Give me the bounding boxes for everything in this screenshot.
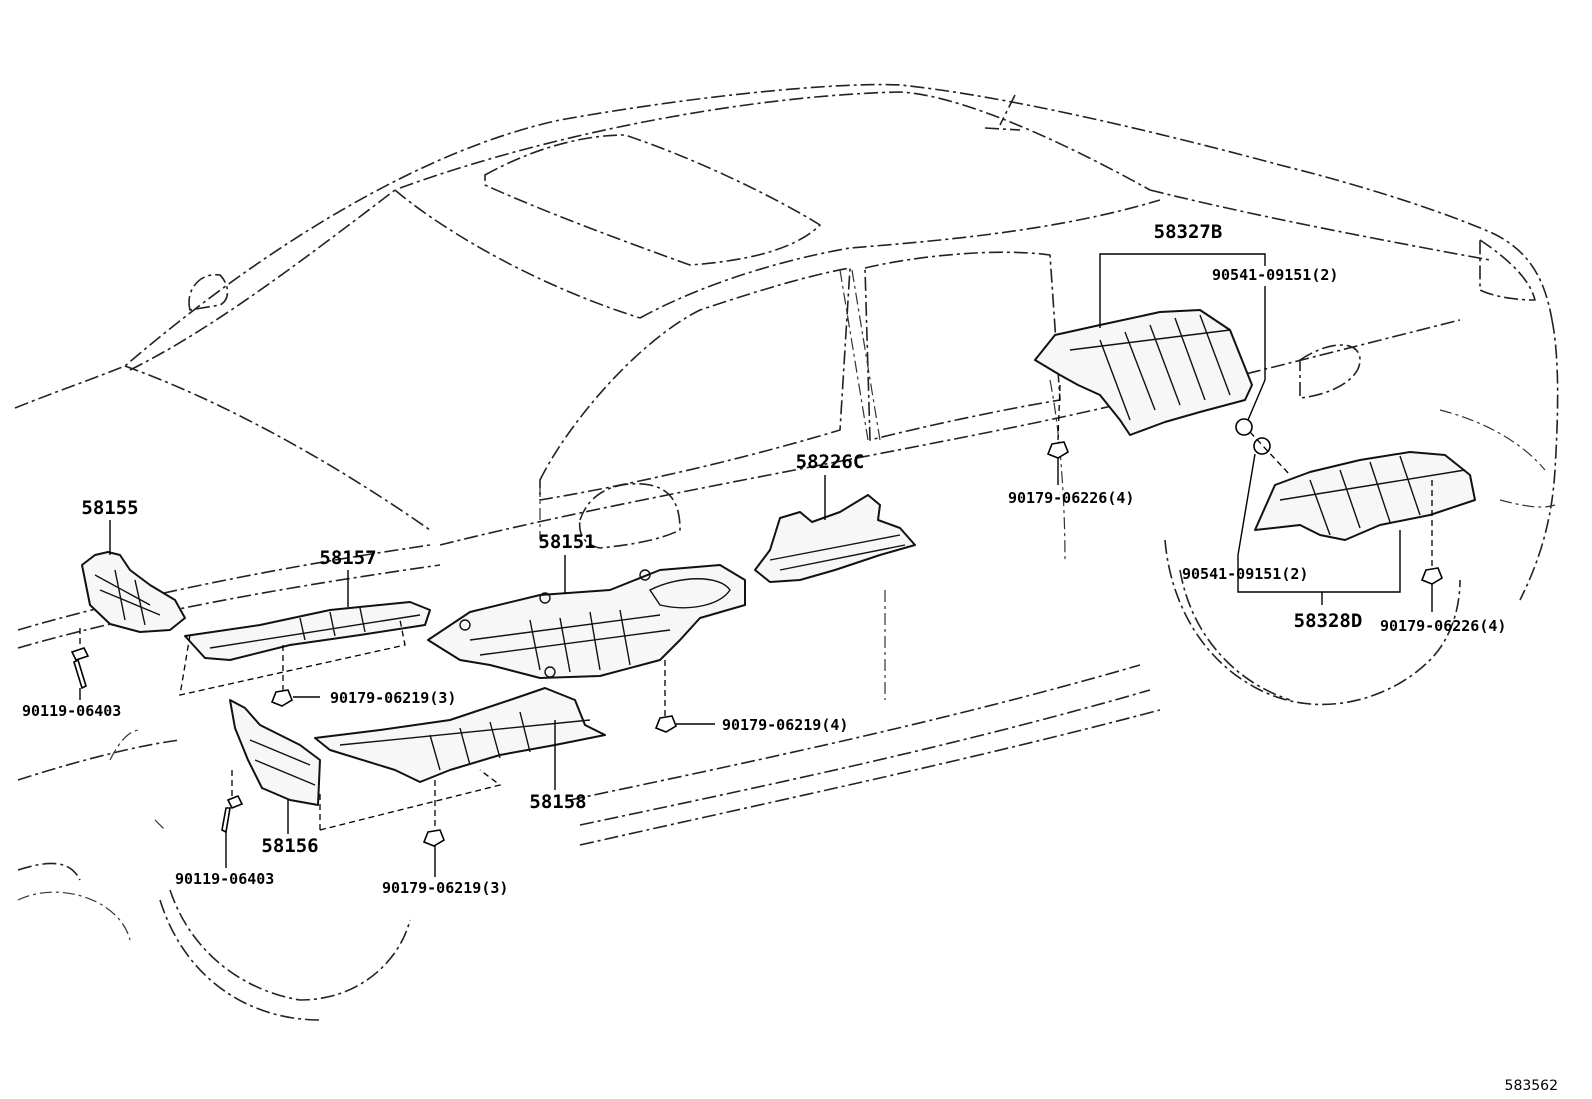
part-58156 [229,699,321,806]
clip-icon [1253,437,1271,455]
part-58158 [314,687,606,783]
nut-icon [654,715,677,733]
bolt-icon [221,794,244,834]
label-90179-06219-c: 90179-06219(3) [382,879,508,897]
nut-icon [1046,441,1069,459]
label-58327b: 58327B [1154,221,1223,243]
bolt-icon [70,647,90,690]
clip-icon [1235,418,1253,436]
label-58226c: 58226C [796,451,865,473]
label-90541-09151-top: 90541-09151(2) [1212,266,1338,284]
label-58158: 58158 [529,791,586,813]
label-58157: 58157 [319,547,376,569]
nut-icon [270,689,293,707]
label-90119-06403-b: 90119-06403 [175,870,274,888]
car-body-outline [14,83,1559,1021]
diagram-reference-number: 583562 [1505,1078,1558,1094]
label-58155: 58155 [81,497,138,519]
part-58157 [184,601,431,661]
label-58151: 58151 [538,531,595,553]
callout-labels: 58327B 90541-09151(2) 90179-06226(4) 582… [22,221,1506,897]
label-90541-09151-mid: 90541-09151(2) [1182,565,1308,583]
leader-lines [79,253,1433,877]
label-90179-06226-b: 90179-06226(4) [1380,617,1506,635]
nut-icon [422,829,445,847]
label-58328d: 58328D [1294,610,1363,632]
nut-icon [1420,567,1443,585]
label-90119-06403-a: 90119-06403 [22,702,121,720]
part-58328d [1254,451,1476,541]
label-90179-06219-b: 90179-06219(4) [722,716,848,734]
part-58226c [754,494,916,583]
label-90179-06226-a: 90179-06226(4) [1008,489,1134,507]
part-58151 [427,564,746,679]
label-90179-06219-a: 90179-06219(3) [330,689,456,707]
part-58327b [1034,309,1253,436]
label-58156: 58156 [261,835,318,857]
part-58155 [81,551,186,633]
